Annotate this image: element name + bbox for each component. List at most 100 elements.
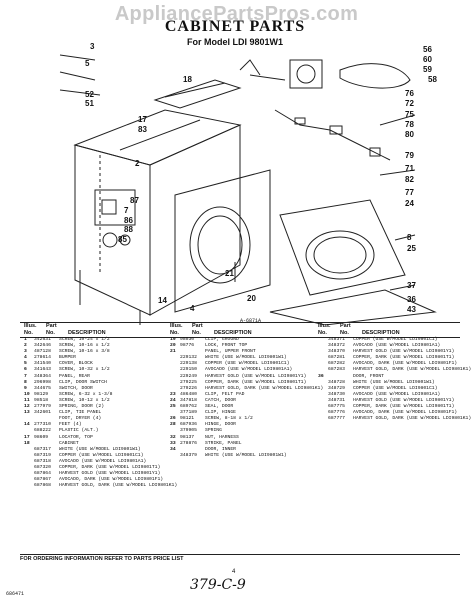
ref-number: 12 [24,404,30,410]
header-part-no: No. [340,330,349,336]
part-description: SPRING [205,428,222,434]
callout-label: 56 [423,45,432,54]
part-description: AVOCADO (USE W/MODEL LDI9801A1) [353,343,441,349]
part-number: 348731 [328,397,345,403]
header-part: Part [46,323,57,329]
part-number: 98129 [34,391,49,397]
callout-label: 52 [85,90,94,99]
callout-label: 87 [130,196,139,205]
ref-number: 6 [24,367,27,373]
header-no: No. [24,330,33,336]
header-part-no: No. [46,330,55,336]
part-number: 689762 [180,404,197,410]
part-number: 687864 [34,471,51,477]
part-description: CABINET [59,440,79,446]
callout-label: 59 [423,65,432,74]
callout-label: 3 [90,42,95,51]
part-description: COPPER (USE W/MODEL LDI9801C1) [353,385,438,391]
part-number: 687867 [34,477,51,483]
part-description: WHITE (USE W/MODEL LDI9801W1) [59,446,141,452]
part-description: COPPER (USE W/MODEL LDI9801C1) [59,452,144,458]
ref-number: 21 [170,349,176,355]
part-number: 687283 [328,367,345,373]
column-header: Illus.Part No.No.DESCRIPTION [170,323,310,337]
part-description: NUT, HARNESS [205,434,239,440]
part-number: 348372 [328,343,345,349]
part-number: 347818 [180,397,197,403]
ref-number: 33 [170,440,176,446]
callout-label: 2 [135,159,140,168]
part-description: HARVEST GOLD, DARK (USE W/MODEL LDI9801K… [205,385,324,391]
callout-label: 7 [124,206,129,215]
callout-label: 25 [407,244,416,253]
callout-label: 21 [225,269,234,278]
ref-number: 11 [24,397,30,403]
part-number: 486480 [180,391,197,397]
ref-number: 32 [170,434,176,440]
callout-label: 37 [407,281,416,290]
ref-number: 25 [170,404,176,410]
part-description: HARVEST GOLD, DARK (USE W/MODEL LDI9801K… [353,367,472,373]
part-number: 687320 [34,464,51,470]
part-number: 687776 [328,410,345,416]
header-no: No. [318,330,327,336]
part-description: PANEL, REAR [59,373,90,379]
part-number: 342601 [34,410,51,416]
part-number: 487128 [34,349,51,355]
callout-label: 86 [124,216,133,225]
part-description: CLIP, FELT PAD [205,391,245,397]
table-row: FOOT, DRYER (4) [24,416,164,422]
part-description: HARVEST GOLD (USE W/MODEL LDI9801Y1) [205,373,307,379]
part-description: SCREW, 8-18 x 1/2 [205,416,253,422]
part-description: CATCH, DOOR [205,397,236,403]
header-part-no: No. [192,330,201,336]
part-number: 687317 [34,446,51,452]
ref-number: 26 [170,416,176,422]
ref-number: 24 [170,397,176,403]
front-panel-drawing [174,169,271,313]
part-description: AVOCADO (USE W/MODEL LDI9801A1) [205,367,293,373]
ref-number: 36 [318,373,324,379]
header-illus: Illus. [24,323,37,329]
part-number: 98518 [34,397,49,403]
part-description: AVOCADO, DARK (USE W/MODEL LDI9801F1) [353,410,458,416]
page-number: 4 [232,569,236,575]
part-description: WHITE (USE W/MODEL LDI9801W1) [205,355,287,361]
callout-label: 60 [423,55,432,64]
part-number: 341540 [34,361,51,367]
part-description: COPPER, DARK (USE W/MODEL LDI9801T1) [353,404,455,410]
table-row: 348372 AVOCADO (USE W/MODEL LDI9801A1) [318,343,458,349]
table-row: 24 347818 CATCH, DOOR [170,398,310,404]
figure-code: A-6871A [240,318,262,324]
part-description: HARVEST GOLD, DARK (USE W/MODEL LDI9801K… [59,483,178,489]
document-number: 686471 [6,591,25,597]
part-number: 98609 [34,434,49,440]
part-number: 687777 [328,416,345,422]
ref-number: 1 [24,337,27,342]
callout-label: 82 [405,175,414,184]
table-header-rule [20,337,460,338]
ref-number: 8 [24,379,27,385]
callout-label: 71 [405,164,414,173]
part-description: CLIP, GROUND [205,337,239,342]
